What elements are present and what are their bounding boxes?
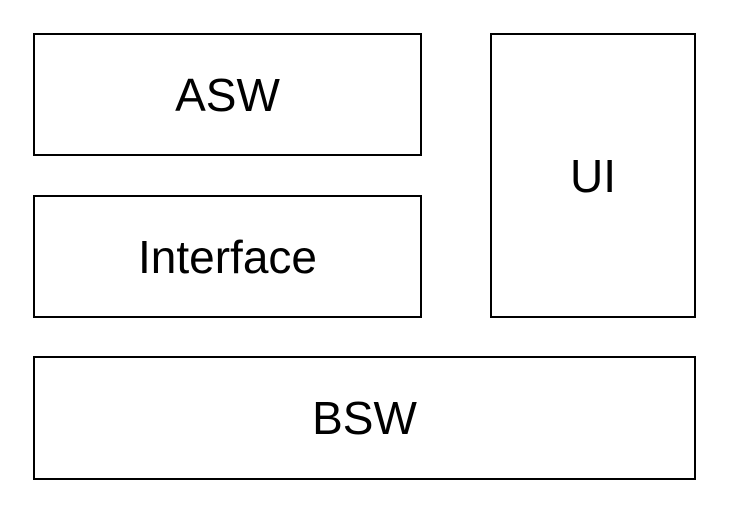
bsw-label: BSW [312,392,417,444]
interface-block: Interface [33,195,422,318]
bsw-block: BSW [33,356,696,480]
ui-label: UI [570,149,616,202]
ui-block: UI [490,33,696,318]
asw-block: ASW [33,33,422,156]
interface-label: Interface [138,230,317,283]
asw-label: ASW [175,68,280,121]
